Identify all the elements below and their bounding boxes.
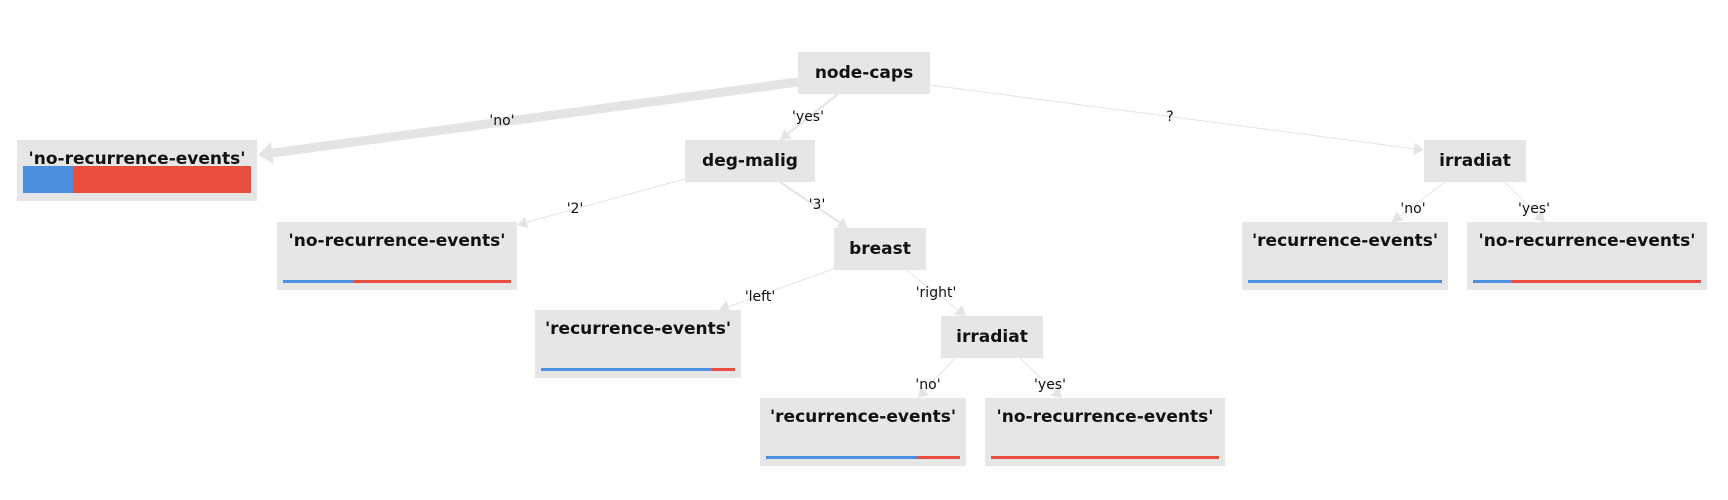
no-recurrence-segment	[73, 166, 251, 193]
class-distribution-bar	[283, 280, 511, 283]
edge-label-3: '3'	[808, 197, 826, 213]
edge-label-left: 'left'	[744, 289, 776, 305]
leaf-no-recurrence-events[interactable]: 'no-recurrence-events'	[17, 140, 257, 201]
arrowhead	[1050, 386, 1062, 398]
leaf-recurrence-events[interactable]: 'recurrence-events'	[760, 398, 966, 466]
arrowhead	[719, 300, 731, 313]
no-recurrence-segment	[353, 280, 511, 283]
arrowhead	[780, 129, 792, 140]
edge-label-right: 'right'	[915, 285, 957, 301]
node-node-caps[interactable]: node-caps	[798, 52, 930, 94]
edge-deg-malig-2	[526, 177, 689, 223]
edge-label-missing: ?	[1166, 109, 1174, 125]
node-label: deg-malig	[702, 151, 798, 171]
edge-deg-malig-3	[779, 181, 841, 224]
edge-label-yes: 'yes'	[1518, 201, 1550, 217]
arrowhead	[1533, 210, 1545, 222]
arrowhead	[1413, 142, 1424, 155]
node-label: irradiat	[956, 327, 1028, 347]
edge-label-2: '2'	[566, 201, 584, 217]
recurrence-segment	[541, 368, 712, 371]
node-irradiat-right[interactable]: irradiat	[941, 316, 1043, 358]
edge-label-no: 'no'	[1400, 201, 1426, 217]
leaf-label: 'recurrence-events'	[544, 319, 732, 339]
recurrence-segment	[283, 280, 354, 283]
arrowhead	[836, 217, 848, 228]
edge-irradiat-yes	[1019, 357, 1056, 392]
edge-label-yes: 'yes'	[792, 109, 824, 125]
recurrence-segment	[766, 456, 918, 459]
recurrence-segment	[1473, 280, 1512, 283]
leaf-no-recurrence-events[interactable]: 'no-recurrence-events'	[277, 222, 517, 290]
arrowhead	[1392, 211, 1404, 222]
no-recurrence-segment	[917, 456, 960, 459]
class-distribution-bar	[541, 368, 735, 371]
node-deg-malig[interactable]: deg-malig	[685, 140, 815, 182]
leaf-recurrence-events[interactable]: 'recurrence-events'	[535, 310, 741, 378]
edge-node-caps-no	[271, 77, 799, 158]
node-irradiat-missing[interactable]: irradiat	[1424, 140, 1526, 182]
class-distribution-bar	[766, 456, 960, 459]
arrowhead	[918, 386, 930, 398]
arrowhead	[954, 305, 966, 316]
edge-node-caps-yes	[787, 93, 839, 135]
edge-node-caps-missing	[929, 84, 1415, 150]
class-distribution-bar	[1248, 280, 1442, 283]
leaf-label: 'no-recurrence-events'	[996, 407, 1214, 427]
edge-irradiat-q-no	[1399, 181, 1446, 217]
edge-label-no: 'no'	[915, 377, 941, 393]
leaf-label: 'no-recurrence-events'	[288, 231, 506, 251]
node-label: irradiat	[1439, 151, 1511, 171]
recurrence-segment	[1248, 280, 1442, 283]
edge-breast-right	[905, 269, 959, 311]
edge-irradiat-q-yes	[1504, 181, 1539, 216]
leaf-recurrence-events[interactable]: 'recurrence-events'	[1242, 222, 1448, 290]
leaf-label: 'recurrence-events'	[769, 407, 957, 427]
edge-breast-left	[728, 267, 837, 308]
edge-irradiat-no	[924, 357, 956, 391]
leaf-no-recurrence-events[interactable]: 'no-recurrence-events'	[1467, 222, 1707, 290]
arrowhead	[517, 216, 529, 229]
node-breast[interactable]: breast	[834, 228, 926, 270]
no-recurrence-segment	[1511, 280, 1701, 283]
no-recurrence-segment	[991, 456, 1219, 459]
node-label: breast	[849, 239, 911, 259]
arrowhead	[258, 142, 274, 164]
node-label: node-caps	[814, 63, 914, 83]
leaf-label: 'no-recurrence-events'	[1478, 231, 1696, 251]
leaf-no-recurrence-events[interactable]: 'no-recurrence-events'	[985, 398, 1225, 466]
class-distribution-bar	[991, 456, 1219, 459]
class-distribution-bar	[1473, 280, 1701, 283]
leaf-label: 'no-recurrence-events'	[28, 149, 246, 169]
edge-label-no: 'no'	[489, 113, 515, 129]
leaf-label: 'recurrence-events'	[1251, 231, 1439, 251]
recurrence-segment	[23, 166, 74, 193]
class-distribution-bar	[23, 166, 251, 193]
edge-label-yes: 'yes'	[1034, 377, 1066, 393]
no-recurrence-segment	[711, 368, 735, 371]
